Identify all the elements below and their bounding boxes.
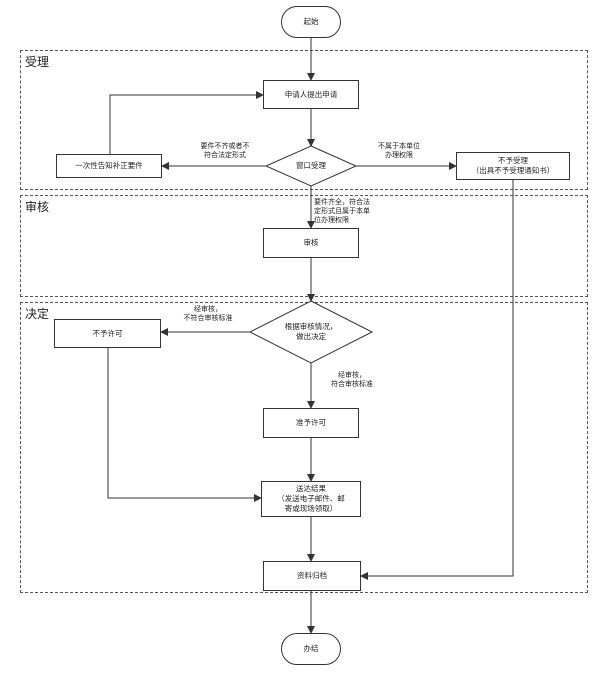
edge-reject-archive [360, 180, 514, 580]
section-review: 审核 [20, 195, 588, 297]
section-accept: 受理 [20, 50, 588, 190]
edge-label-out-of-scope: 不属于本单位 办理权限 [378, 142, 420, 159]
decide-label: 根据审核情况， 做出决定 [284, 322, 338, 341]
reject-node: 不予受理 （出具不予受理通知书） [456, 152, 570, 180]
edge-supplement-apply [109, 91, 264, 154]
window-label: 窗口受理 [296, 161, 326, 170]
supplement-node: 一次性告知补正要件 [56, 154, 162, 178]
edge-label-not-meet: 经审核， 不符合审核标准 [183, 305, 233, 322]
edge-deny-deliver [107, 348, 262, 502]
section-decide-label: 决定 [25, 307, 50, 321]
section-review-label: 审核 [25, 200, 50, 214]
deliver-node: 送达结果 （发送电子邮件、邮 寄或现场领取） [261, 481, 361, 517]
apply-node: 申请人提出申请 [263, 80, 359, 109]
end-node: 办结 [281, 633, 341, 665]
edge-label-complete: 要件齐全，符合法 定形式且属于本单 位办理权限 [314, 198, 370, 224]
decide-diamond [248, 300, 374, 364]
section-accept-label: 受理 [25, 55, 50, 69]
approve-node: 准予许可 [263, 408, 359, 438]
review-node: 审核 [263, 228, 359, 258]
edge-label-meet: 经审核， 符合审核标准 [331, 371, 373, 388]
edge-label-incomplete: 要件不齐或者不 符合法定形式 [200, 142, 250, 159]
archive-node: 资料归档 [263, 561, 361, 591]
start-node: 起始 [281, 6, 341, 38]
window-diamond [264, 145, 358, 187]
section-decide: 决定 [20, 302, 588, 593]
deny-node: 不予许可 [54, 319, 161, 348]
